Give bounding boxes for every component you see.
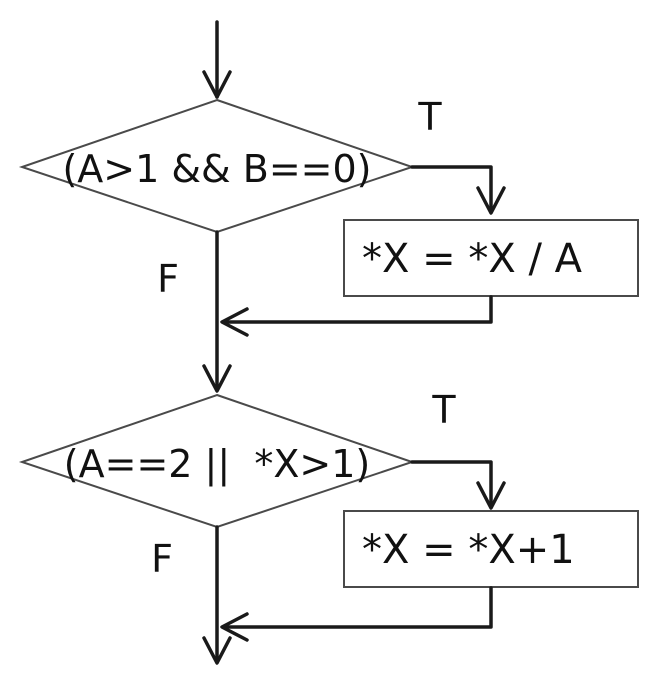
process-1-return-arrowhead xyxy=(220,307,249,337)
decision-1-true-arrowhead xyxy=(476,186,506,215)
decision-1-true-connector xyxy=(410,165,493,212)
process-1-statement: *X = *X / A xyxy=(362,236,583,282)
decision-2-true-label: T xyxy=(431,388,456,432)
process-2-return-connector xyxy=(222,586,493,629)
decision-1-false-label: F xyxy=(157,257,179,301)
exit-arrowhead xyxy=(202,636,232,665)
decision-1-condition: (A>1 && B==0) xyxy=(62,147,371,191)
process-2-return-arrowhead xyxy=(220,612,249,642)
decision-1-false-arrowhead xyxy=(202,364,232,393)
decision-2-true-connector xyxy=(410,460,493,507)
process-2-statement: *X = *X+1 xyxy=(362,527,575,573)
decision-2-true-arrowhead xyxy=(476,481,506,510)
process-1-return-connector xyxy=(222,295,493,324)
entry-arrowhead xyxy=(202,70,232,99)
decision-2-condition: (A==2 || *X>1) xyxy=(64,442,370,487)
decision-1-true-label: T xyxy=(417,95,442,139)
decision-2-false-label: F xyxy=(151,537,173,581)
